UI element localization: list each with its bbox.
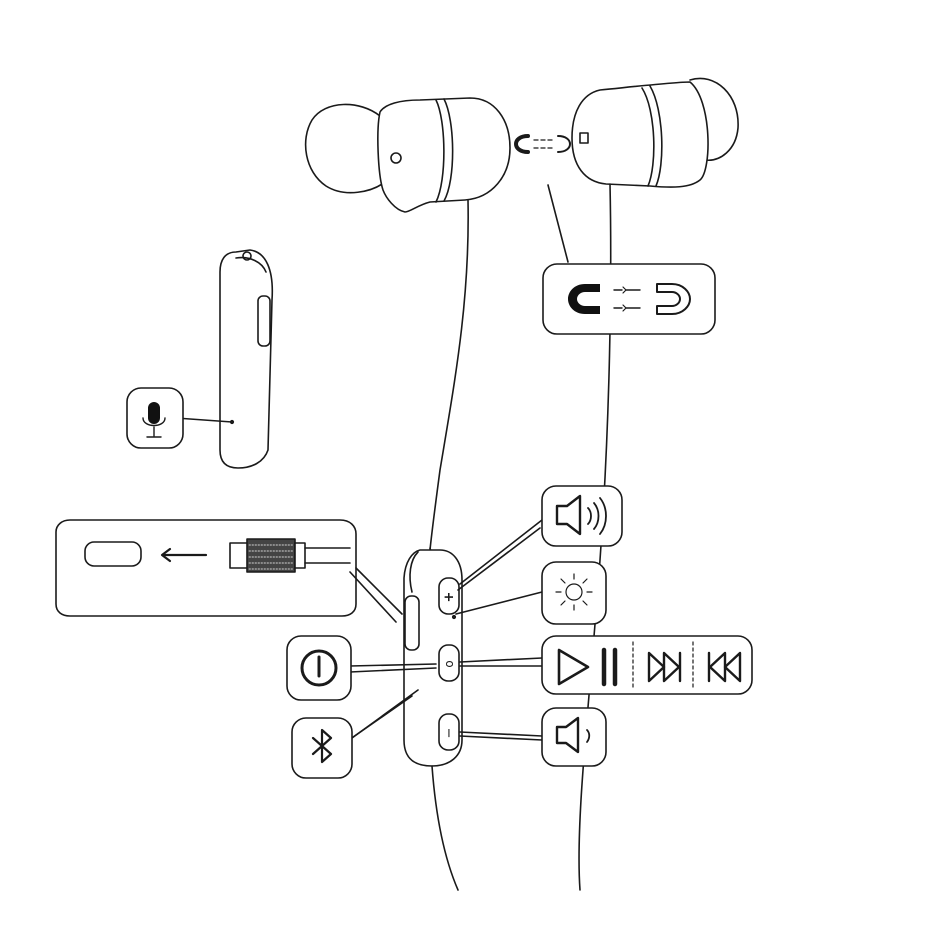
left-earbud: [306, 98, 510, 550]
right-earbud: [572, 78, 738, 890]
power-callout: [287, 636, 351, 700]
remote-minus-label: −: [442, 728, 457, 739]
small-magnet-field-lines: [534, 140, 552, 148]
left-cable: [430, 200, 468, 550]
mic-unit: [176, 250, 272, 468]
usb-callout-box: [56, 520, 356, 616]
volume-up-callout: [542, 486, 622, 546]
small-magnet-u-left: [516, 136, 528, 152]
playback-callout-box: [542, 636, 752, 694]
volume-down-callout: [542, 708, 606, 766]
remote-center-label: o: [442, 660, 456, 667]
usb-callout: [56, 520, 402, 622]
usb-leader-line-2: [350, 572, 396, 622]
small-magnet-u-right: [558, 136, 570, 152]
left-ear-tip: [306, 104, 385, 192]
bt-leader-2: [346, 696, 412, 742]
mic-unit-body: [220, 250, 272, 468]
right-earbud-housing: [572, 82, 708, 187]
led-dot: [453, 616, 456, 619]
remote-plus-label: +: [442, 592, 457, 603]
usb-leader-line-1: [356, 568, 402, 614]
playback-callout: [542, 636, 752, 694]
volume-down-callout-box: [542, 708, 606, 766]
led-leader-line: [456, 592, 542, 614]
remote-cable-bottom: [432, 766, 458, 890]
vol-down-leader-2: [460, 736, 542, 740]
volume-up-callout-box: [542, 486, 622, 546]
play-leader-1: [460, 658, 542, 662]
small-magnet-indicator: [516, 136, 570, 152]
led-callout-box: [542, 562, 606, 624]
vol-up-leader-1: [460, 520, 542, 584]
bluetooth-callout: [292, 718, 352, 778]
led-callout: [542, 562, 606, 624]
magnet-callout: [543, 264, 715, 334]
magnet-leader-line: [548, 185, 568, 262]
vol-down-leader-1: [460, 732, 542, 736]
microphone-callout: [127, 388, 183, 448]
vol-up-leader-2: [458, 528, 540, 590]
